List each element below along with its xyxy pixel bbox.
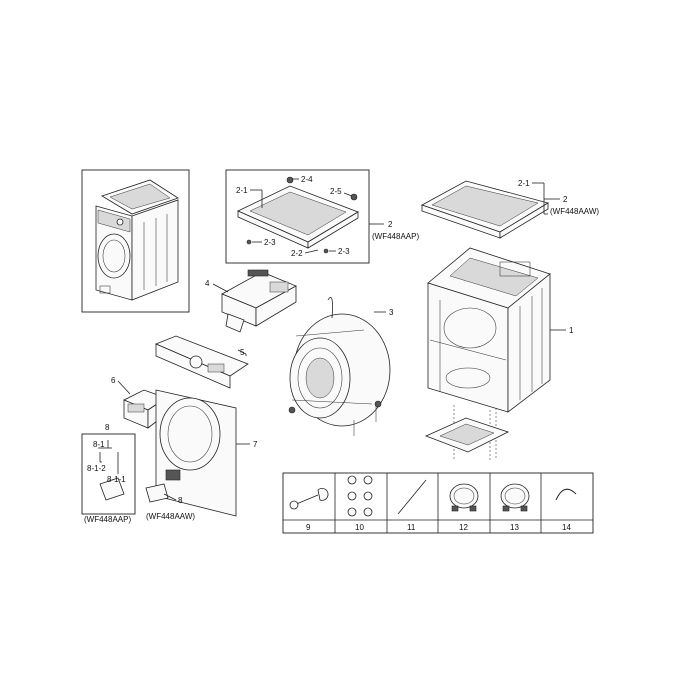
- label-2-5: 2-5: [330, 187, 342, 196]
- label-2-4: 2-4: [301, 175, 313, 184]
- drum-assembly-part: [288, 296, 391, 436]
- accessory-number-11: 11: [407, 523, 416, 532]
- hose-icon: [500, 483, 530, 512]
- label-8-box: 8: [105, 423, 110, 432]
- label-8-box-model: (WF448AAP): [84, 515, 131, 524]
- control-board-part: [212, 269, 297, 333]
- control-panel-part: [154, 335, 249, 389]
- wrench-icon: [289, 488, 329, 510]
- screw-icon: [323, 248, 329, 254]
- label-2-right: 2: [563, 195, 568, 204]
- label-2-2: 2-2: [291, 249, 303, 258]
- label-3: 3: [389, 308, 394, 317]
- accessory-number-10: 10: [355, 523, 364, 532]
- accessory-number-12: 12: [459, 523, 468, 532]
- bolt-icon: [350, 193, 358, 201]
- assembled-washer-view: [81, 169, 190, 313]
- part-labels: 1 2 (WF448AAP) 2 (WF448AAW) 2-1 2-1 2-2 …: [84, 175, 599, 524]
- screw-icon: [246, 239, 252, 245]
- top-cover-wf448aaw: [421, 180, 560, 239]
- label-5: 5: [240, 348, 245, 357]
- label-2-1-right: 2-1: [518, 179, 530, 188]
- label-8-1: 8-1: [93, 440, 105, 449]
- label-2-left: 2: [388, 220, 393, 229]
- rod-icon: [397, 479, 427, 515]
- door-part: [145, 389, 250, 517]
- accessory-table: [282, 472, 594, 534]
- cabinet-part: [427, 247, 566, 460]
- elbow-icon: [555, 488, 577, 501]
- accessory-number-14: 14: [562, 523, 571, 532]
- label-8-door: 8: [178, 496, 183, 505]
- detergent-drawer-part: [117, 380, 167, 429]
- accessory-numbers: 9 10 11 12 13 14: [306, 523, 571, 532]
- label-2-right-model: (WF448AAW): [550, 207, 599, 216]
- label-8-door-model: (WF448AAW): [146, 512, 195, 521]
- sticker-detail-box: [81, 433, 136, 515]
- label-1: 1: [569, 326, 574, 335]
- base-plate: [424, 417, 510, 453]
- top-cover-wf448aap: [225, 169, 384, 264]
- accessory-number-13: 13: [510, 523, 519, 532]
- label-8-1-1: 8-1-1: [107, 475, 126, 484]
- label-2-1-left: 2-1: [236, 186, 248, 195]
- label-6: 6: [111, 376, 116, 385]
- bolt-icon: [286, 176, 294, 184]
- accessory-number-9: 9: [306, 523, 311, 532]
- hose-icon: [449, 483, 479, 512]
- label-7: 7: [253, 440, 258, 449]
- label-8-1-2: 8-1-2: [87, 464, 106, 473]
- label-2-left-model: (WF448AAP): [372, 232, 419, 241]
- label-4: 4: [205, 279, 210, 288]
- caps-icon: [347, 475, 373, 517]
- label-2-3b: 2-3: [338, 247, 350, 256]
- label-2-3a: 2-3: [264, 238, 276, 247]
